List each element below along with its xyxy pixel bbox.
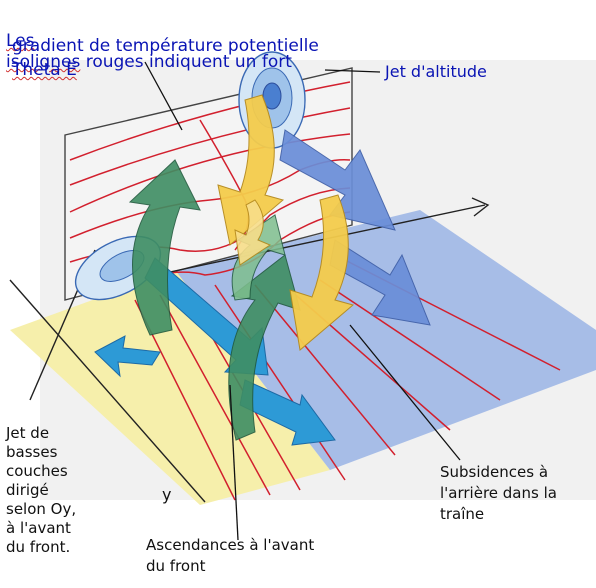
pointer-lines [144, 61, 461, 541]
label-jet-basses-couches: Jet de basses couches dirigé selon Oy, à… [6, 424, 77, 556]
axis-x-arrowhead [471, 197, 490, 217]
warm-sector-plane [10, 270, 330, 505]
label-subsidences: Subsidences à l'arrière dans la traîne [440, 463, 557, 523]
title-line-3: Theta E [12, 60, 77, 80]
label-jet-altitude: Jet d'altitude [385, 62, 487, 81]
axis-y-line [9, 279, 206, 503]
label-ascendances: Ascendances à l'avant du front [146, 536, 315, 575]
title-line-2: gradient de température potentielle [12, 36, 319, 56]
upper-jet-arrows [279, 129, 431, 326]
axis-y-label: y [162, 485, 172, 504]
title-line-1-rest: rouges indiquent un fort [80, 52, 292, 72]
subsidence-arrows [217, 94, 355, 351]
title-line-1: Les isolignes rouges indiquent un fort [6, 10, 292, 73]
title-word-les: Les [6, 31, 35, 51]
title-word-isolignes: isolignes [6, 52, 81, 72]
